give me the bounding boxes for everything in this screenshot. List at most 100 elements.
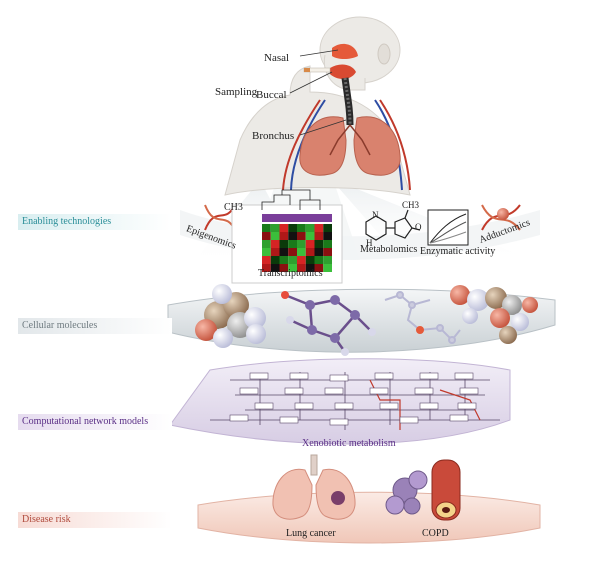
nasal-cavity xyxy=(332,43,358,59)
heatmap-cell xyxy=(279,224,289,232)
network-node xyxy=(459,387,479,395)
network-node xyxy=(399,416,419,424)
heatmap-cell xyxy=(279,248,289,256)
ch3-label: CH3 xyxy=(224,202,243,213)
metabolomics-n-label: N xyxy=(372,210,379,220)
heatmap-cell xyxy=(262,256,271,264)
heatmap-cell xyxy=(270,264,280,272)
lung-cancer-label: Lung cancer xyxy=(286,528,336,539)
heatmap-cell xyxy=(314,256,324,264)
metabolomics-structure-icon xyxy=(365,209,421,241)
heatmap-cell xyxy=(279,232,289,240)
network-node xyxy=(379,402,399,410)
network-node xyxy=(294,402,314,410)
network-caption: Xenobiotic metabolism xyxy=(302,438,396,449)
heatmap-cell xyxy=(323,232,332,240)
network-platform xyxy=(169,358,511,445)
heatmap-cell xyxy=(297,240,306,248)
network-diagram xyxy=(210,372,500,430)
heatmap-cell xyxy=(262,264,271,272)
heatmap-cell xyxy=(305,240,315,248)
human-figure xyxy=(224,16,411,196)
nasal-label: Nasal xyxy=(264,52,290,64)
heatmap-cell xyxy=(288,232,297,240)
copd-label: COPD xyxy=(422,528,449,539)
heatmap-cell xyxy=(314,240,324,248)
network-node xyxy=(249,372,269,380)
heatmap-cell xyxy=(323,256,332,264)
heatmap-cell xyxy=(305,264,315,272)
metabolomics-o-label: O xyxy=(415,222,422,232)
network-node xyxy=(414,387,434,395)
heatmap-cell xyxy=(305,232,315,240)
heatmap-cell xyxy=(305,248,315,256)
network-node xyxy=(229,414,249,422)
heatmap-cell xyxy=(288,248,297,256)
network-node xyxy=(374,372,394,380)
transcriptomics-label: Transcriptomics xyxy=(258,268,323,279)
stick-molecule xyxy=(384,291,461,344)
heatmap-cell xyxy=(323,264,332,272)
buccal-label: Buccal xyxy=(256,89,287,101)
heatmap-icon xyxy=(231,189,343,284)
heatmap-cell xyxy=(262,240,271,248)
computational-network-models-band: Computational network models xyxy=(18,414,172,430)
heatmap-cell xyxy=(279,256,289,264)
network-node xyxy=(457,402,477,410)
heatmap-cell xyxy=(262,224,271,232)
cellular-molecules-band: Cellular molecules xyxy=(18,318,172,334)
disease-risk-band: Disease risk xyxy=(18,512,172,528)
heatmap-cell xyxy=(297,264,306,272)
sampling-label: Sampling xyxy=(215,86,258,98)
network-node xyxy=(239,387,259,395)
heatmap-cell xyxy=(323,224,332,232)
heatmap-cell xyxy=(279,264,289,272)
heatmap-cell xyxy=(314,248,324,256)
adductomics-icon xyxy=(481,204,521,231)
heatmap-cell xyxy=(270,256,280,264)
enzymatic-activity-label: Enzymatic activity xyxy=(420,246,496,257)
heatmap-cell xyxy=(279,240,289,248)
network-nodes xyxy=(229,372,479,426)
network-node xyxy=(284,387,304,395)
metabolomics-ch3-label: CH3 xyxy=(402,200,420,210)
network-node xyxy=(419,402,439,410)
network-node xyxy=(329,374,349,382)
disease-risk-platform xyxy=(197,491,541,544)
heatmap-cell xyxy=(288,240,297,248)
ball-stick-atoms xyxy=(281,291,376,356)
heatmap-cell xyxy=(288,256,297,264)
anatomy-pointers xyxy=(289,49,347,136)
heatmap-cell xyxy=(270,232,280,240)
heatmap-cell xyxy=(297,232,306,240)
heatmap-cell xyxy=(270,224,280,232)
heatmap-cell xyxy=(288,264,297,272)
enabling-technologies-band: Enabling technologies xyxy=(18,214,172,230)
heatmap-cell xyxy=(323,248,332,256)
metabolomics-h-label: H xyxy=(366,238,373,248)
heatmap-cell xyxy=(262,232,271,240)
heatmap-cell xyxy=(297,248,306,256)
network-node xyxy=(254,402,274,410)
heatmap-cell xyxy=(314,232,324,240)
network-node xyxy=(279,416,299,424)
bronchus-label: Bronchus xyxy=(252,130,295,142)
copd-icon xyxy=(385,459,461,521)
heatmap-cell xyxy=(270,248,280,256)
buccal-cavity xyxy=(330,64,356,79)
heatmap-cell xyxy=(305,256,315,264)
space-fill-molecule xyxy=(195,284,266,348)
heatmap-cell xyxy=(262,248,271,256)
network-node xyxy=(369,387,389,395)
ear xyxy=(377,43,391,65)
network-node xyxy=(449,414,469,422)
network-node xyxy=(289,372,309,380)
network-node xyxy=(454,372,474,380)
metabolomics-label: Metabolomics xyxy=(360,244,418,255)
adduct-molecule xyxy=(450,285,538,344)
right-lung xyxy=(353,116,401,176)
heatmap-cell xyxy=(305,224,315,232)
heatmap-cell xyxy=(297,224,306,232)
